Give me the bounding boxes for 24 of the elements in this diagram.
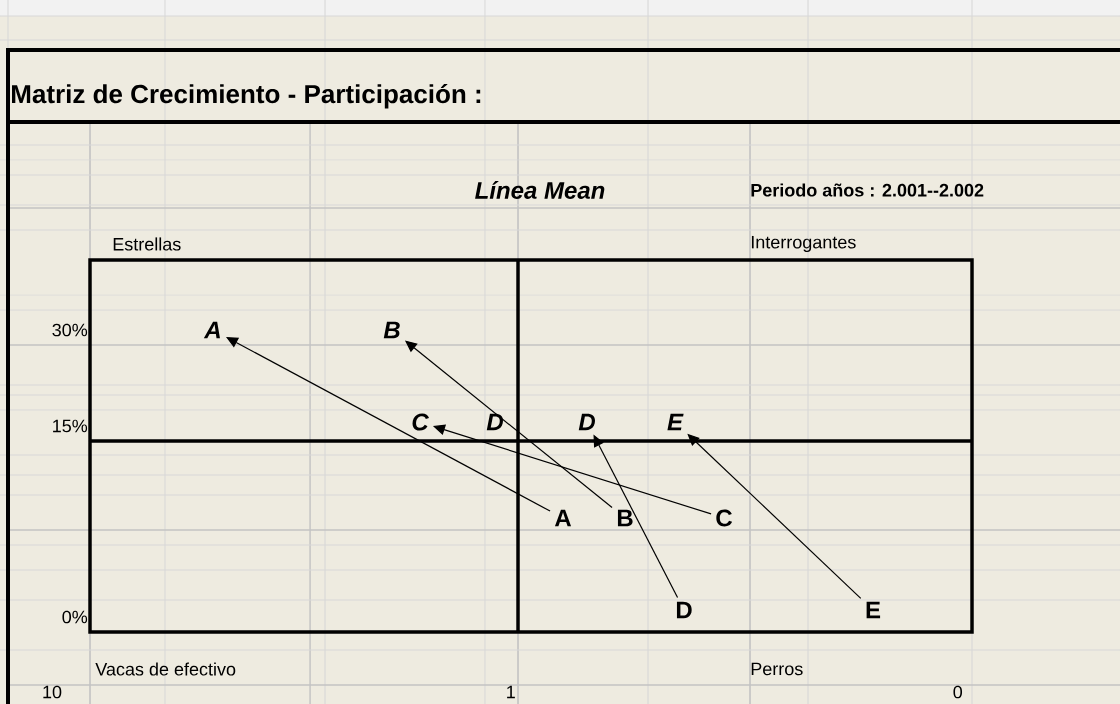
quadrant-label: Interrogantes xyxy=(751,235,856,253)
point-letter: C xyxy=(412,413,429,431)
axis-label: 0% xyxy=(62,610,88,624)
point-letter: D xyxy=(676,601,692,619)
quadrant-label: Estrellas xyxy=(113,237,181,251)
point-letter: B xyxy=(617,509,633,527)
point-letter: A xyxy=(203,321,220,339)
point-letter: D xyxy=(486,413,503,431)
axis-label: 10 xyxy=(43,685,62,699)
quadrant-label: Vacas de efectivo xyxy=(95,662,236,676)
period-label: Periodo años : 2.001--2.002 xyxy=(751,183,984,197)
point-letter: C xyxy=(716,509,733,527)
axis-label: 15% xyxy=(53,419,88,433)
title: Matriz de Crecimiento - Participación : xyxy=(12,83,481,109)
quadrant-label: Perros xyxy=(751,662,803,676)
point-letter: B xyxy=(383,321,400,339)
point-letter: A xyxy=(554,509,572,527)
axis-label: 30% xyxy=(52,323,88,337)
point-letter: D xyxy=(578,413,595,431)
point-letter: E xyxy=(866,601,881,619)
line-heading: Línea Mean xyxy=(475,181,605,199)
point-letter: E xyxy=(667,413,684,431)
axis-label: 0 xyxy=(953,685,963,699)
axis-label: 1 xyxy=(507,685,515,699)
